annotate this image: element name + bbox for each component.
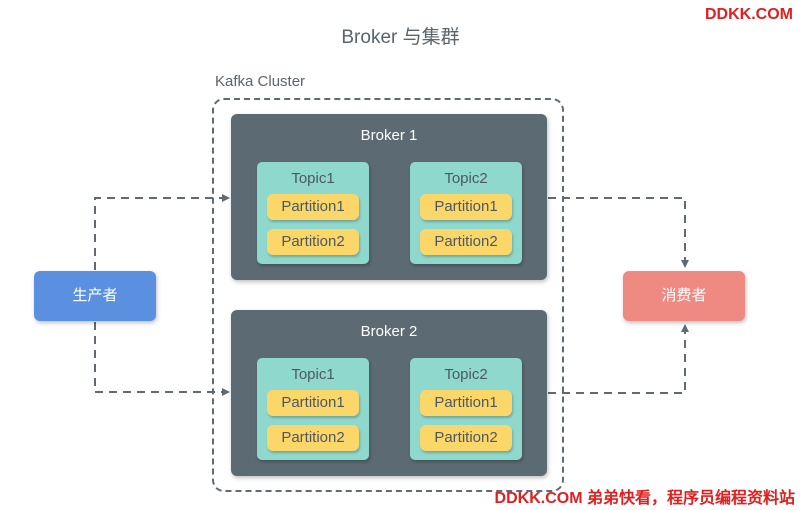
partition-box: Partition1 — [267, 390, 359, 416]
kafka-cluster-box — [212, 98, 564, 492]
broker-2-topic-1: Topic1 Partition1 Partition2 — [257, 358, 369, 460]
broker-2: Broker 2 Topic1 Partition1 Partition2 To… — [231, 310, 547, 476]
consumer-node: 消费者 — [623, 271, 745, 321]
partition-box: Partition1 — [420, 194, 512, 220]
broker-1-title: Broker 1 — [360, 127, 418, 144]
arrow-producer-broker2 — [94, 322, 230, 396]
partition-box: Partition2 — [267, 229, 359, 255]
arrow-broker1-consumer — [548, 197, 689, 268]
watermark-top: DDKK.COM — [705, 6, 793, 23]
broker-2-topic-2: Topic2 Partition1 Partition2 — [410, 358, 522, 460]
broker-1-topic-1: Topic1 Partition1 Partition2 — [257, 162, 369, 264]
topic-title: Topic1 — [291, 170, 335, 187]
cluster-label: Kafka Cluster — [215, 73, 306, 90]
partition-box: Partition2 — [420, 229, 512, 255]
partition-box: Partition1 — [267, 194, 359, 220]
broker-2-title: Broker 2 — [360, 323, 418, 340]
diagram-title: Broker 与集群 — [341, 27, 460, 48]
arrow-producer-broker1 — [94, 194, 230, 270]
topic-title: Topic2 — [444, 170, 488, 187]
partition-box: Partition2 — [267, 425, 359, 451]
partition-box: Partition2 — [420, 425, 512, 451]
watermark-bottom: DDKK.COM 弟弟快看，程序员编程资料站 — [494, 490, 795, 507]
broker-1: Broker 1 Topic1 Partition1 Partition2 To… — [231, 114, 547, 280]
broker-1-topic-2: Topic2 Partition1 Partition2 — [410, 162, 522, 264]
topic-title: Topic1 — [291, 366, 335, 383]
arrow-broker2-consumer — [548, 324, 689, 394]
producer-node: 生产者 — [34, 271, 156, 321]
partition-box: Partition1 — [420, 390, 512, 416]
topic-title: Topic2 — [444, 366, 488, 383]
